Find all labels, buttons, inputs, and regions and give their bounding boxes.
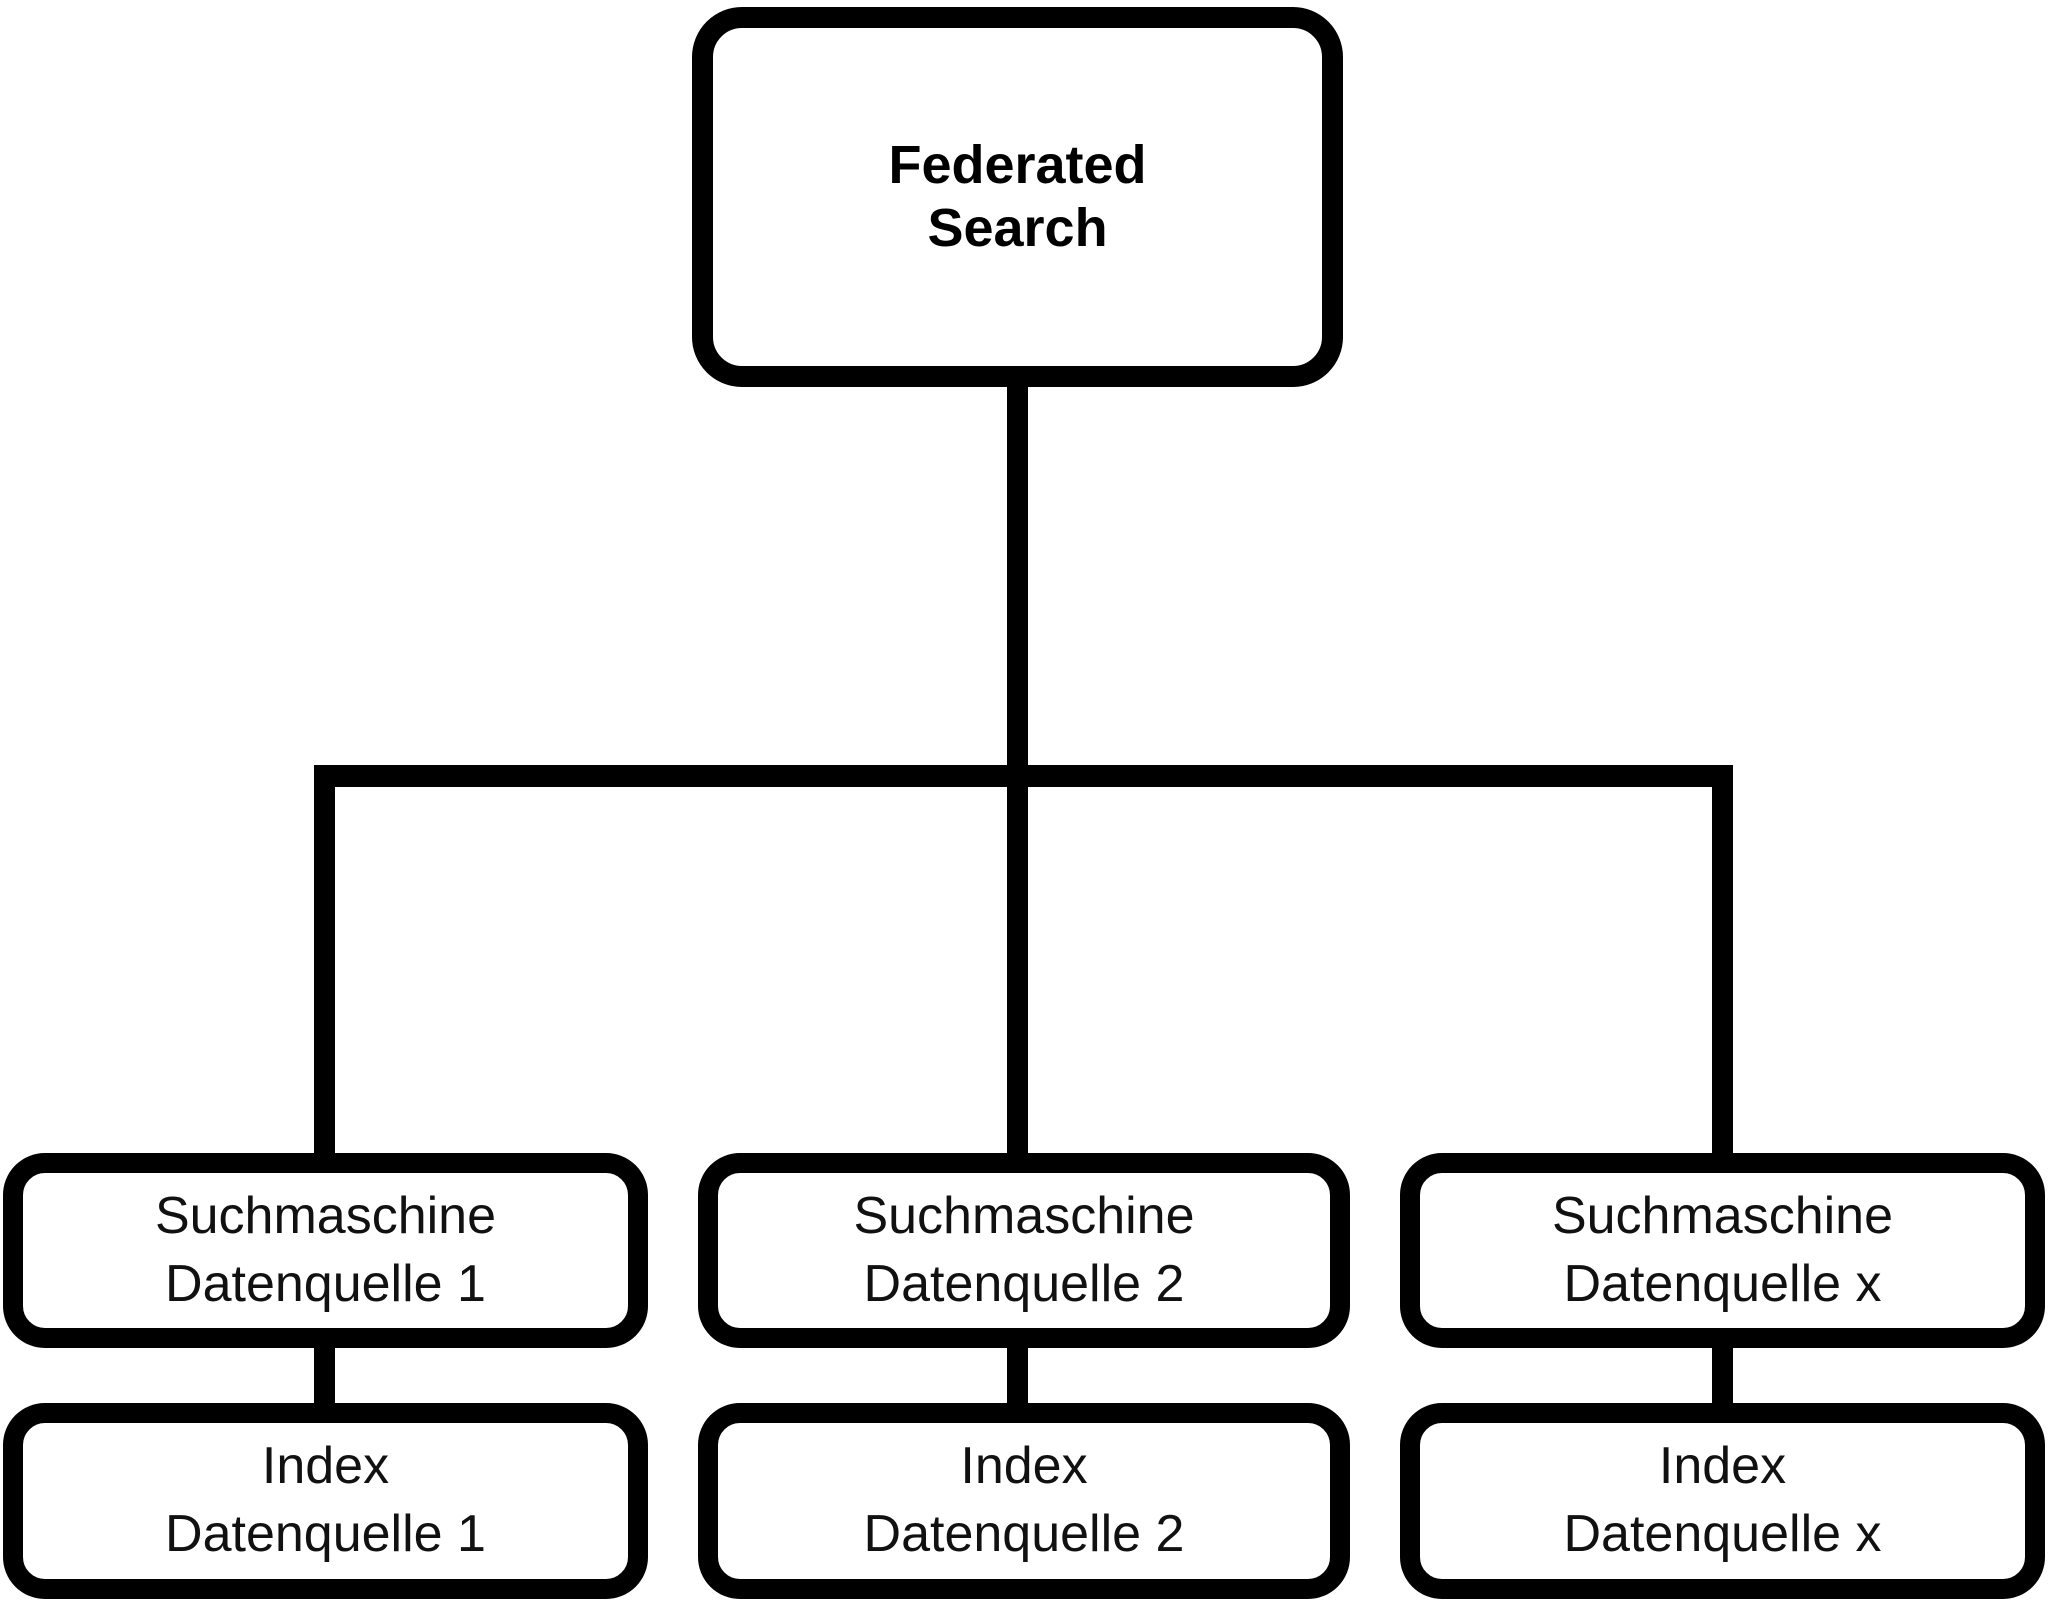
node-suchmaschine-datenquelle-x: Suchmaschine Datenquelle x [1400, 1153, 2045, 1348]
node-label-line: Index [1658, 1437, 1787, 1496]
node-label-line: Datenquelle 2 [863, 1505, 1185, 1563]
node-label-line: Datenquelle x [1563, 1505, 1882, 1563]
connector-engine1-index1 [314, 1342, 335, 1410]
connector-drop-right [1712, 785, 1733, 1160]
node-index-datenquelle-2: Index Datenquelle 2 [698, 1403, 1350, 1599]
node-label-line: Suchmaschine [1551, 1186, 1894, 1245]
node-label-line: Suchmaschine [154, 1186, 497, 1245]
connector-horizontal-bar [314, 765, 1733, 787]
node-label-line: Datenquelle x [1563, 1254, 1882, 1313]
node-label-line: Federated [888, 135, 1147, 196]
node-index-datenquelle-x: Index Datenquelle x [1400, 1403, 2045, 1599]
connector-trunk [1007, 378, 1028, 767]
connector-drop-middle [1007, 785, 1028, 1160]
node-index-datenquelle-1: Index Datenquelle 1 [3, 1403, 648, 1599]
node-label-line: Datenquelle 1 [165, 1505, 486, 1563]
node-label-line: Datenquelle 1 [165, 1254, 486, 1313]
node-federated-search: Federated Search [692, 7, 1343, 387]
node-label-line: Index [960, 1437, 1088, 1496]
connector-drop-left [314, 785, 335, 1160]
node-label-line: Search [927, 198, 1108, 258]
connector-enginex-indexx [1712, 1342, 1733, 1410]
node-label-line: Datenquelle 2 [863, 1254, 1185, 1313]
connector-engine2-index2 [1007, 1342, 1028, 1410]
node-label-line: Suchmaschine [853, 1186, 1195, 1245]
node-suchmaschine-datenquelle-2: Suchmaschine Datenquelle 2 [698, 1153, 1350, 1348]
node-label-line: Index [261, 1437, 390, 1496]
node-suchmaschine-datenquelle-1: Suchmaschine Datenquelle 1 [3, 1153, 648, 1348]
